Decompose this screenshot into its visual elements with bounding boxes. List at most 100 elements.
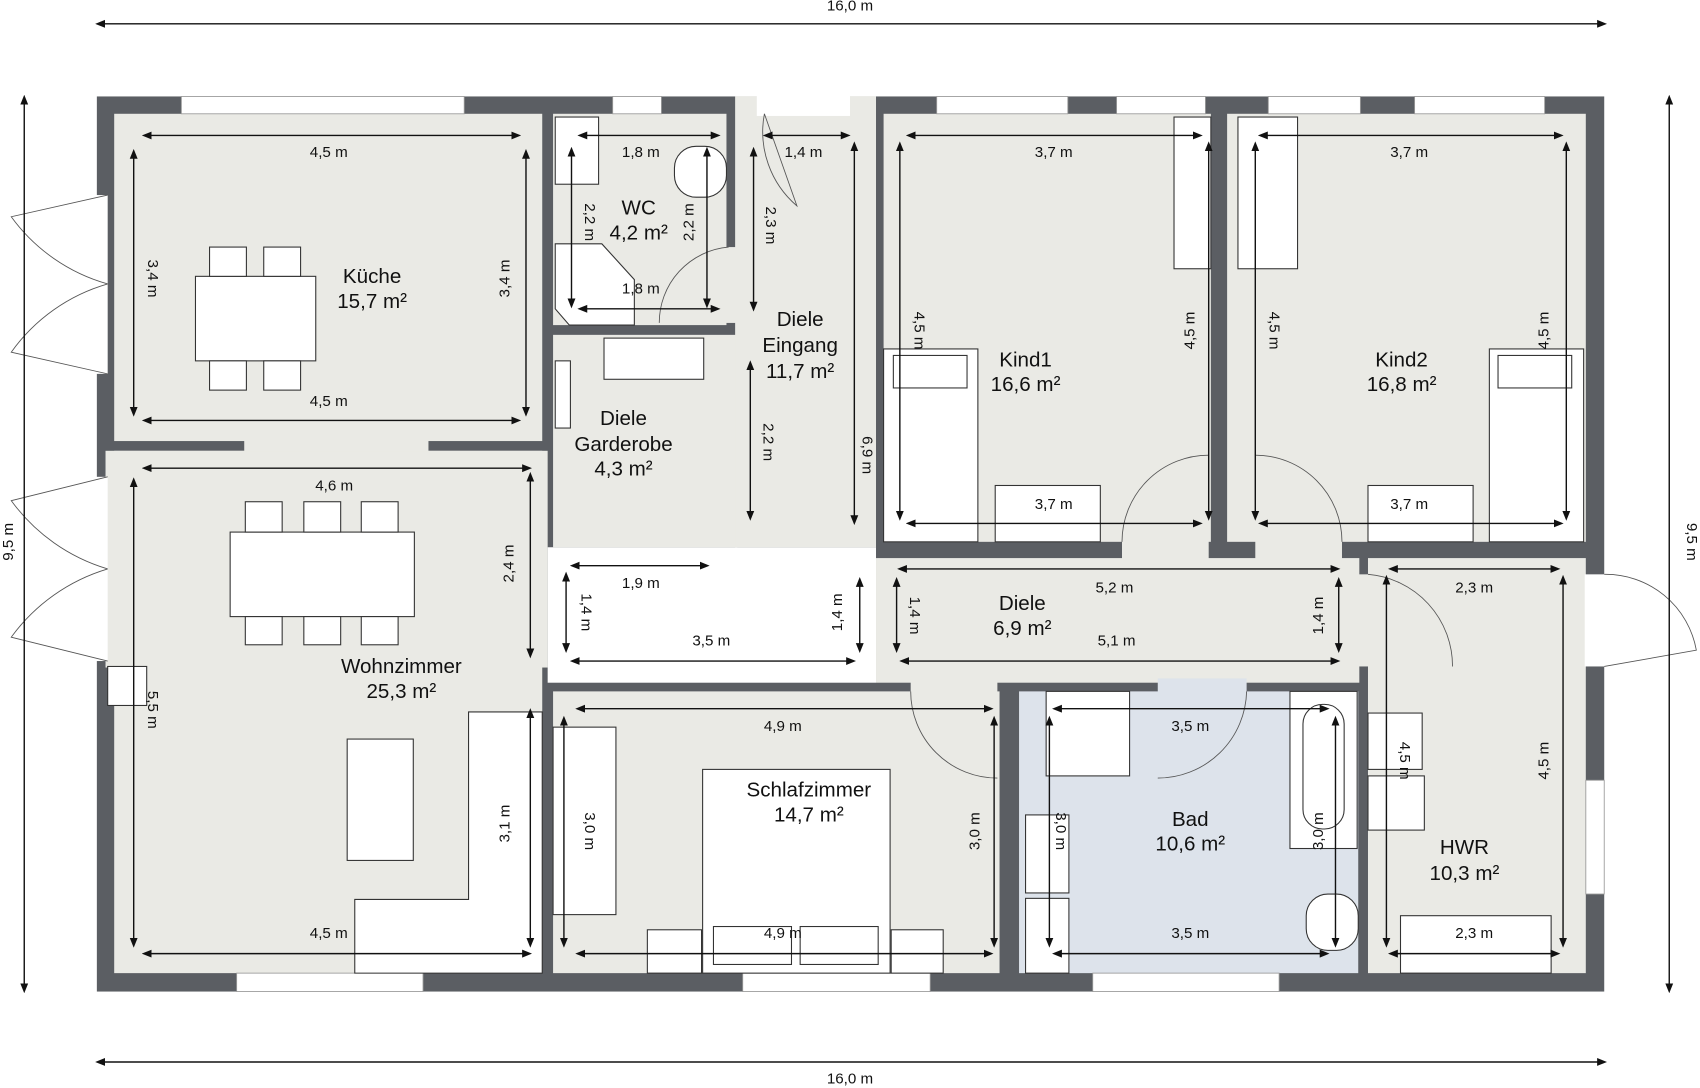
wc-toilet bbox=[673, 145, 728, 198]
dim-label: 2,3 m bbox=[1455, 925, 1493, 942]
dim-label: 3,5 m bbox=[1171, 925, 1209, 942]
left-door-1 bbox=[94, 195, 108, 374]
room-kueche bbox=[114, 113, 543, 442]
dim-label: 4,5 m bbox=[910, 312, 927, 350]
room-area: 14,7 m² bbox=[774, 803, 844, 826]
room-name: WC bbox=[622, 197, 656, 220]
dim-label: 4,5 m bbox=[1266, 312, 1283, 350]
dim-label: 1,4 m bbox=[578, 593, 595, 631]
dim-label: 4,6 m bbox=[315, 478, 353, 495]
dim-label: 5,1 m bbox=[1098, 633, 1136, 650]
dim-label: 4,5 m bbox=[310, 144, 348, 161]
dim-label: 3,5 m bbox=[692, 633, 730, 650]
dim-label: 3,4 m bbox=[144, 260, 161, 298]
washer bbox=[1367, 712, 1423, 770]
dim-label: 2,2 m bbox=[581, 203, 598, 241]
sink-2 bbox=[1025, 897, 1070, 974]
door-opening-wc bbox=[724, 247, 740, 323]
door-opening-kind2 bbox=[1255, 539, 1342, 562]
desk-kind2 bbox=[1367, 484, 1474, 543]
room-area: 16,6 m² bbox=[991, 373, 1061, 396]
dim-label: 1,9 m bbox=[622, 575, 660, 592]
room-area: 6,9 m² bbox=[993, 617, 1051, 640]
dim-label: 3,0 m bbox=[581, 812, 598, 850]
room-area: 10,6 m² bbox=[1155, 833, 1225, 856]
shoe-rack bbox=[554, 360, 571, 429]
room-area: 25,3 m² bbox=[366, 680, 436, 703]
room-name: Kind1 bbox=[999, 348, 1052, 371]
dim-label: 4,5 m bbox=[310, 393, 348, 410]
room-area: 16,8 m² bbox=[1367, 373, 1437, 396]
room-name: HWR bbox=[1440, 836, 1489, 859]
room-name: Diele bbox=[999, 592, 1046, 615]
dim-label: 1,8 m bbox=[622, 144, 660, 161]
dim-label: 4,5 m bbox=[1181, 312, 1198, 350]
dim-label: 9,5 m bbox=[1683, 523, 1700, 561]
room-area: 11,7 m² bbox=[766, 360, 834, 383]
dim-label: 2,4 m bbox=[501, 545, 518, 583]
dim-label: 16,0 m bbox=[827, 0, 873, 15]
dryer bbox=[1367, 775, 1425, 831]
room-name: Kind2 bbox=[1375, 348, 1428, 371]
right-door bbox=[1584, 574, 1607, 667]
room-area: 4,3 m² bbox=[594, 458, 652, 481]
door-opening-hwr bbox=[1357, 574, 1371, 667]
fireplace bbox=[107, 665, 148, 707]
dim-label: 4,9 m bbox=[764, 718, 802, 735]
dim-label: 3,1 m bbox=[496, 805, 513, 843]
dim-label: 5,5 m bbox=[144, 691, 161, 729]
sofa bbox=[354, 711, 543, 974]
door-opening-bad bbox=[1157, 678, 1247, 694]
dim-label: 3,7 m bbox=[1035, 496, 1073, 513]
dim-label: 2,2 m bbox=[760, 423, 777, 461]
dim-label: 4,9 m bbox=[764, 925, 802, 942]
dim-label: 1,8 m bbox=[622, 280, 660, 297]
windows bbox=[180, 96, 1605, 992]
dim-label: 9,5 m bbox=[0, 523, 17, 561]
dim-label: 3,7 m bbox=[1390, 496, 1428, 513]
dim-label: 4,5 m bbox=[1536, 312, 1553, 350]
entry-door-opening bbox=[756, 94, 850, 116]
dim-label: 1,4 m bbox=[1310, 597, 1327, 635]
dim-label: 4,5 m bbox=[1536, 742, 1553, 780]
wc-sink bbox=[554, 116, 600, 185]
dim-label: 3,0 m bbox=[1052, 812, 1069, 850]
dim-label: 3,5 m bbox=[1171, 718, 1209, 735]
wardrobe-kind2 bbox=[1237, 116, 1299, 270]
room-name: Diele bbox=[600, 407, 647, 430]
dimension-lines bbox=[20, 19, 1674, 1066]
door-opening-kueche bbox=[244, 438, 429, 452]
wardrobe-kind1 bbox=[1173, 116, 1212, 270]
dim-label: 3,0 m bbox=[1310, 812, 1327, 850]
door-opening-kind1 bbox=[1122, 539, 1209, 562]
dim-label: 2,3 m bbox=[762, 206, 779, 244]
room-area: 10,3 m² bbox=[1430, 862, 1500, 885]
room-name: Wohnzimmer bbox=[341, 655, 462, 678]
room-name: Diele bbox=[777, 308, 824, 331]
door-opening-schlaf bbox=[910, 678, 998, 694]
kitchen-table bbox=[194, 275, 317, 362]
room-diele bbox=[876, 558, 1360, 683]
dim-label: 3,7 m bbox=[1035, 144, 1073, 161]
dim-label: 1,4 m bbox=[906, 597, 923, 635]
dim-label: 1,4 m bbox=[829, 593, 846, 631]
dim-label: 2,2 m bbox=[681, 203, 698, 241]
dim-label: 5,2 m bbox=[1095, 579, 1133, 596]
left-door-2 bbox=[94, 476, 108, 662]
dim-label: 1,4 m bbox=[784, 144, 822, 161]
room-name: Eingang bbox=[762, 334, 838, 357]
open-area bbox=[547, 547, 877, 683]
room-name: Garderobe bbox=[574, 433, 672, 456]
dim-label: 16,0 m bbox=[827, 1070, 873, 1087]
dim-label: 4,5 m bbox=[1396, 742, 1413, 780]
room-labels: Küche 15,7 m² WC 4,2 m² Diele Eingang 11… bbox=[337, 197, 1499, 885]
shower bbox=[1045, 690, 1131, 777]
room-area: 4,2 m² bbox=[610, 221, 668, 244]
room-area: 15,7 m² bbox=[337, 290, 407, 313]
dim-label: 2,3 m bbox=[1455, 579, 1493, 596]
hwr-counter bbox=[1399, 915, 1552, 974]
room-name: Schlafzimmer bbox=[747, 778, 872, 801]
dim-label: 3,4 m bbox=[496, 260, 513, 298]
